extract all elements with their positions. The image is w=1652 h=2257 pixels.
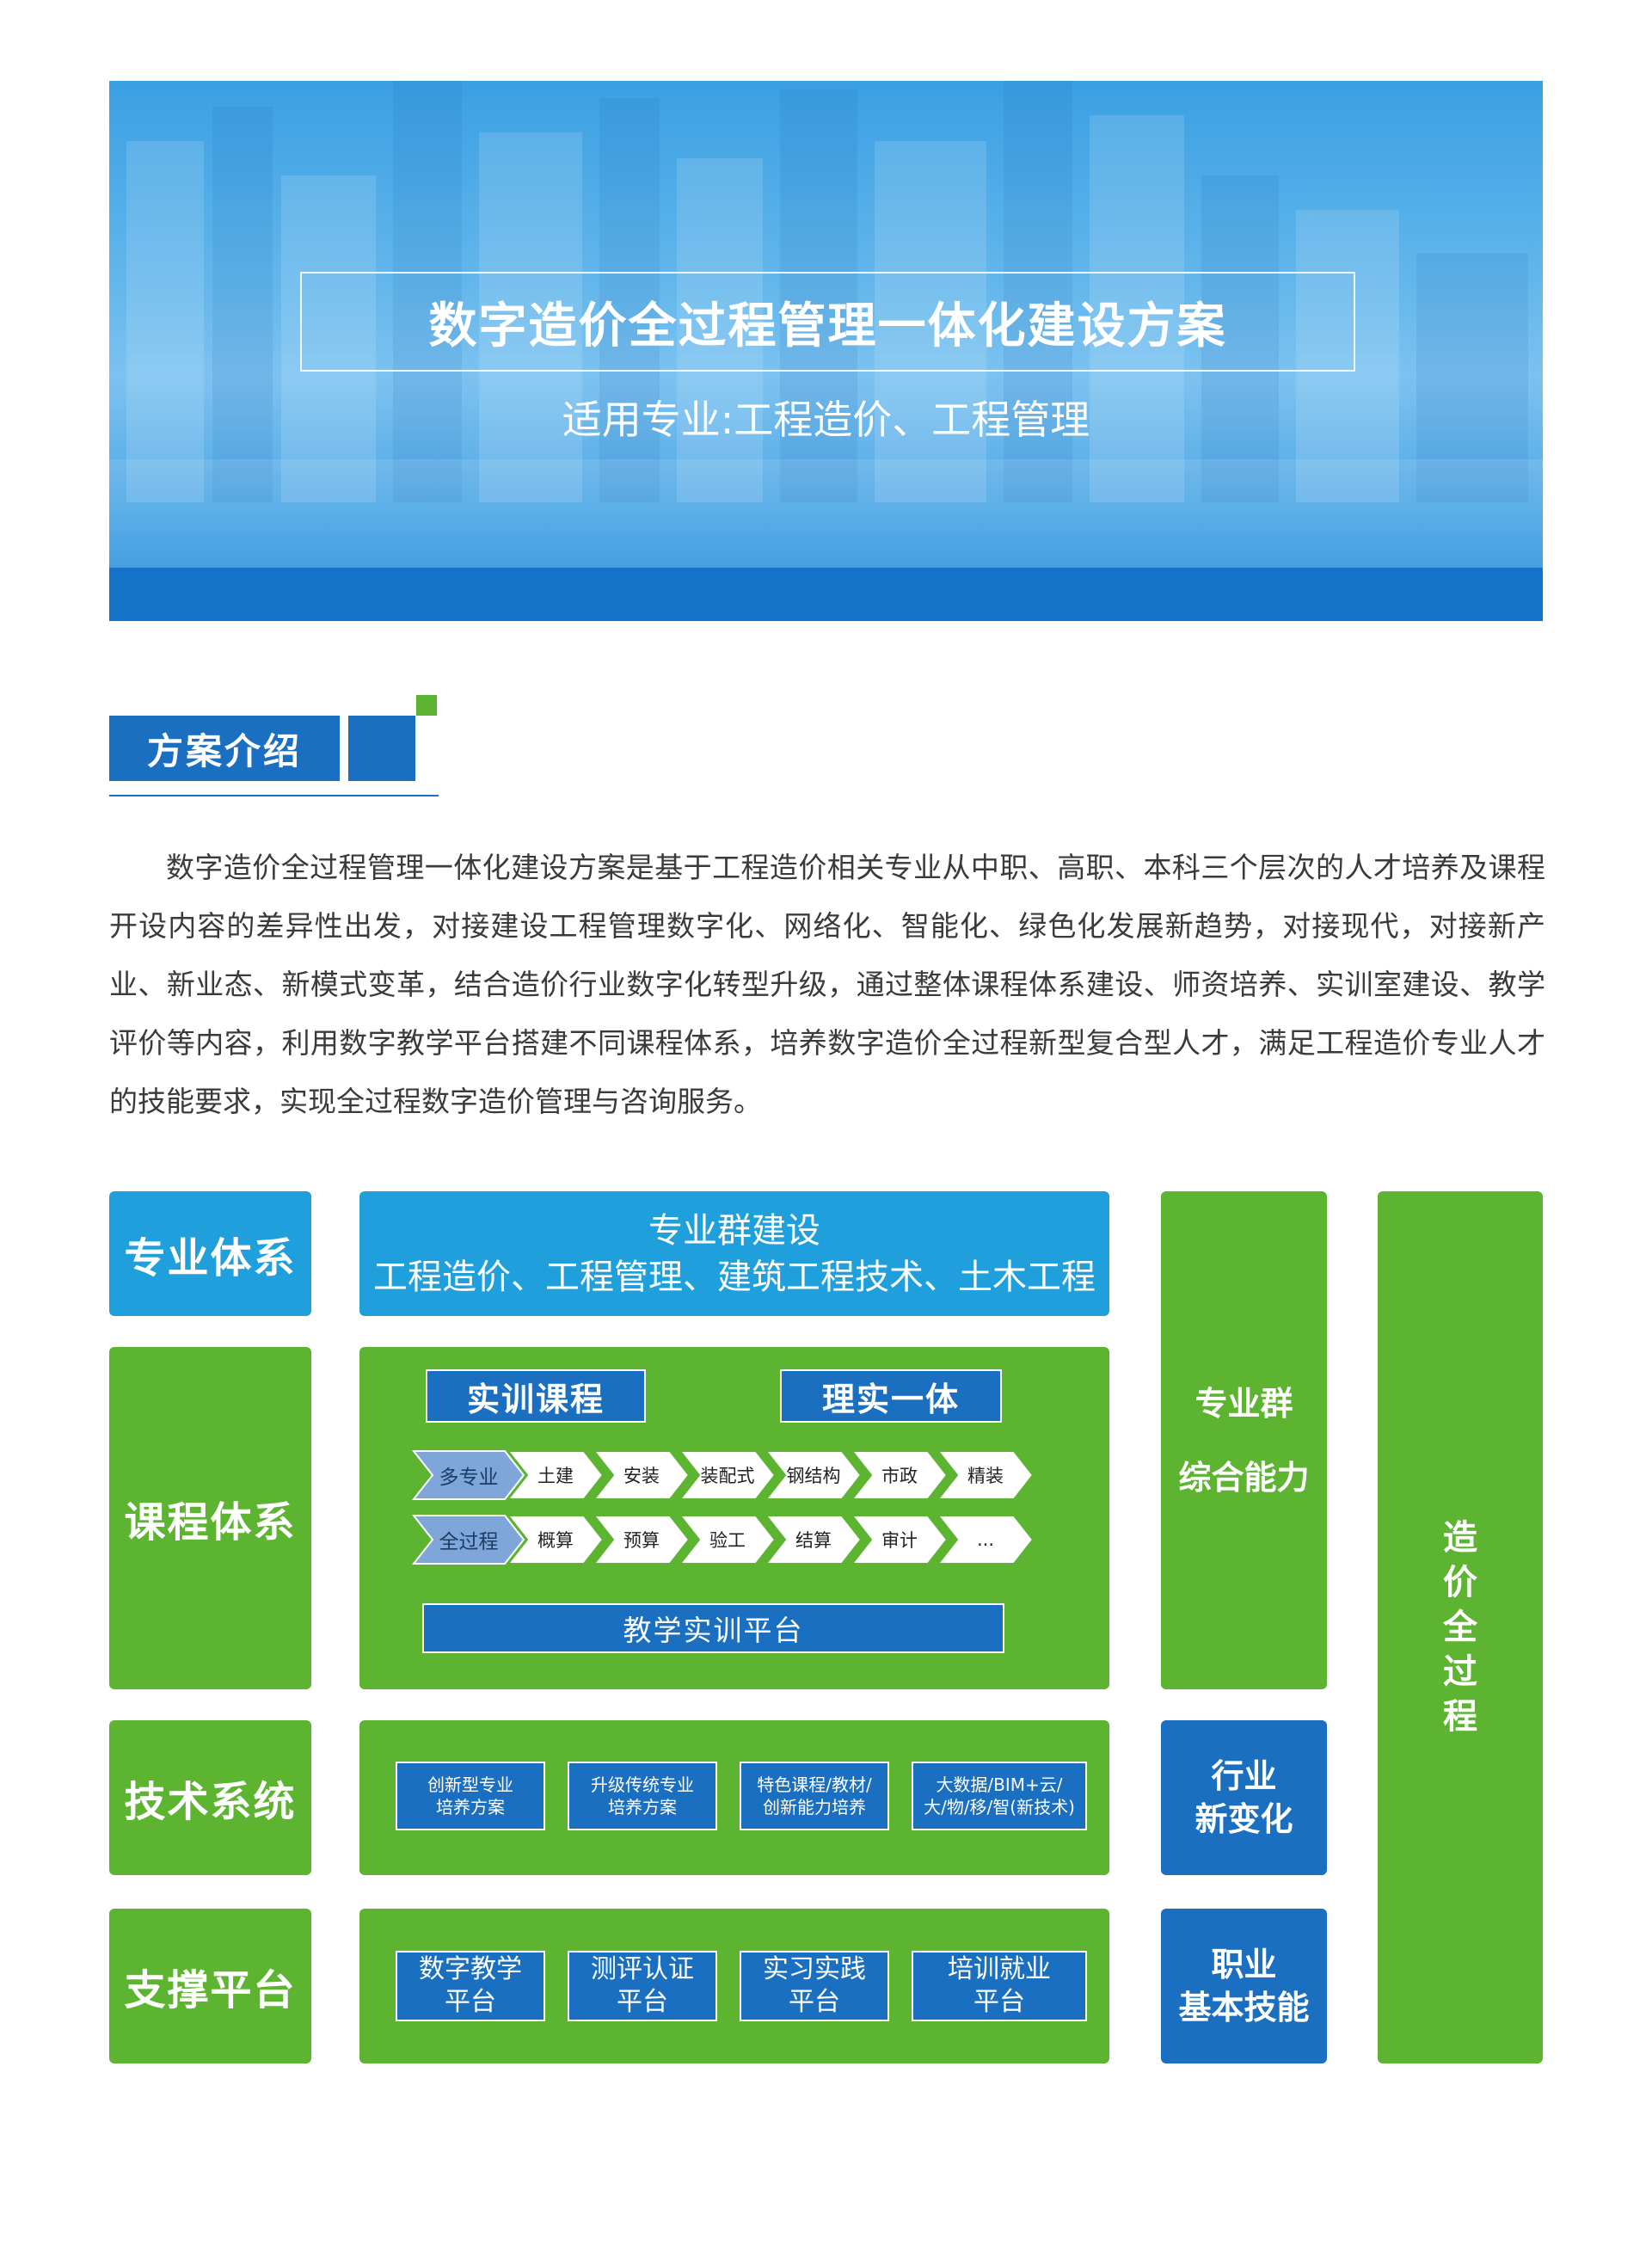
section-underline xyxy=(109,795,439,796)
side-industry: 行业 新变化 xyxy=(1161,1720,1327,1875)
chevron-chevrons_row1-1 xyxy=(506,1450,605,1500)
tech-box-featured-line1: 特色课程/教材/ xyxy=(757,1774,872,1795)
chevron-label: 审计 xyxy=(881,1530,918,1551)
side-career-line1: 职业 xyxy=(1211,1946,1277,1983)
chevron-lead-chevrons_row1-0 xyxy=(411,1450,525,1500)
platform-box-assessment-line2: 平台 xyxy=(617,1987,668,2017)
process-char-5: 程 xyxy=(1443,1697,1477,1737)
chevron-label: 市政 xyxy=(881,1466,918,1486)
tech-box-upgrade: 升级传统专业 培养方案 xyxy=(568,1762,717,1830)
intro-paragraph: 数字造价全过程管理一体化建设方案是基于工程造价相关专业从中职、高职、本科三个层次… xyxy=(109,851,1545,1118)
major-line1: 专业群建设 xyxy=(648,1210,820,1251)
banner-title: 数字造价全过程管理一体化建设方案 xyxy=(300,272,1355,372)
tech-box-upgrade-line2: 培养方案 xyxy=(608,1797,677,1817)
platform-box-internship-line2: 平台 xyxy=(789,1987,840,2017)
chevron-chevrons_row2-5 xyxy=(850,1515,949,1565)
platform-box-employment-line2: 平台 xyxy=(973,1987,1025,2017)
row-label-course: 课程体系 xyxy=(109,1347,311,1689)
tech-box-innovative-line2: 培养方案 xyxy=(436,1797,505,1817)
chevron-lead-chevrons_row2-0 xyxy=(411,1515,525,1565)
chevron-label: 验工 xyxy=(709,1530,746,1551)
chevron-chevrons_row2-1 xyxy=(506,1515,605,1565)
chevron-label: 概算 xyxy=(537,1530,574,1551)
banner-subtitle: 适用专业:工程造价、工程管理 xyxy=(562,397,1090,443)
row-label-support: 支撑平台 xyxy=(109,1909,311,2063)
chevron-label: 多专业 xyxy=(439,1467,499,1489)
platform-box-teaching: 数字教学 平台 xyxy=(396,1951,545,2021)
chevron-label: 全过程 xyxy=(439,1531,499,1553)
side-career-line2: 基本技能 xyxy=(1178,1989,1310,2026)
tag-training-course: 实训课程 xyxy=(426,1369,646,1423)
chevron-label: 精装 xyxy=(967,1466,1004,1486)
row-label-tech: 技术系统 xyxy=(109,1720,311,1875)
chevron-chevrons_row2-3 xyxy=(678,1515,777,1565)
chevron-label: 装配式 xyxy=(700,1466,755,1486)
tech-box-newtech: 大数据/BIM+云/ 大/物/移/智(新技术) xyxy=(912,1762,1087,1830)
process-char-1: 造 xyxy=(1443,1518,1477,1558)
platform-box-teaching-line1: 数字教学 xyxy=(419,1954,522,1984)
major-line2: 工程造价、工程管理、建筑工程技术、土木工程 xyxy=(373,1257,1096,1297)
chevron-chevrons_row1-4 xyxy=(764,1450,863,1500)
tech-box-innovative-line1: 创新型专业 xyxy=(427,1774,513,1795)
section-decor-square xyxy=(348,716,415,781)
chevron-chevrons_row2-4 xyxy=(764,1515,863,1565)
side-career: 职业 基本技能 xyxy=(1161,1909,1327,2063)
platform-box-teaching-line2: 平台 xyxy=(445,1987,496,2017)
chevron-chevrons_row1-3 xyxy=(678,1450,777,1500)
tech-box-featured: 特色课程/教材/ 创新能力培养 xyxy=(740,1762,889,1830)
process-char-3: 全 xyxy=(1443,1608,1477,1647)
tech-box-newtech-line1: 大数据/BIM+云/ xyxy=(936,1774,1063,1795)
chevron-chevrons_row1-2 xyxy=(592,1450,691,1500)
tech-box-upgrade-line1: 升级传统专业 xyxy=(591,1774,694,1795)
tech-box-newtech-line2: 大/物/移/智(新技术) xyxy=(924,1797,1075,1817)
banner-bottom-bar xyxy=(109,568,1543,621)
section-decor-green-square xyxy=(416,695,437,716)
chevron-chevrons_row1-6 xyxy=(936,1450,1035,1500)
chevron-label: 钢结构 xyxy=(786,1466,841,1486)
process-char-4: 过 xyxy=(1443,1652,1477,1692)
side-capability-line2: 综合能力 xyxy=(1178,1458,1310,1497)
major-panel: 专业群建设 工程造价、工程管理、建筑工程技术、土木工程 xyxy=(359,1191,1109,1316)
tech-box-featured-line2: 创新能力培养 xyxy=(763,1797,866,1817)
platform-box-employment: 培训就业 平台 xyxy=(912,1951,1087,2021)
chevron-chevrons_row2-6 xyxy=(936,1515,1035,1565)
chevron-chevrons_row1-5 xyxy=(850,1450,949,1500)
side-capability-line1: 专业群 xyxy=(1194,1384,1293,1423)
chevron-label: 土建 xyxy=(537,1466,574,1486)
process-column: 造 价 全 过 程 xyxy=(1378,1191,1543,2063)
process-char-2: 价 xyxy=(1443,1563,1477,1602)
platform-box-assessment: 测评认证 平台 xyxy=(568,1951,717,2021)
section-title: 方案介绍 xyxy=(109,716,340,781)
row-label-major: 专业体系 xyxy=(109,1191,311,1316)
teaching-platform-bar: 教学实训平台 xyxy=(422,1603,1004,1653)
tag-theory-practice: 理实一体 xyxy=(780,1369,1002,1423)
platform-box-assessment-line1: 测评认证 xyxy=(591,1954,694,1984)
side-industry-line1: 行业 xyxy=(1211,1757,1277,1795)
platform-box-internship: 实习实践 平台 xyxy=(740,1951,889,2021)
side-capability: 专业群 综合能力 xyxy=(1161,1191,1327,1689)
tech-box-innovative: 创新型专业 培养方案 xyxy=(396,1762,545,1830)
banner: 数字造价全过程管理一体化建设方案 适用专业:工程造价、工程管理 xyxy=(109,81,1543,621)
chevron-label: ... xyxy=(976,1529,995,1550)
platform-box-employment-line1: 培训就业 xyxy=(948,1954,1051,1984)
platform-box-internship-line1: 实习实践 xyxy=(763,1954,866,1984)
side-industry-line2: 新变化 xyxy=(1194,1800,1293,1838)
chevron-chevrons_row2-2 xyxy=(592,1515,691,1565)
chevron-label: 安装 xyxy=(623,1466,660,1486)
chevron-label: 预算 xyxy=(623,1530,660,1551)
chevron-label: 结算 xyxy=(795,1530,832,1551)
